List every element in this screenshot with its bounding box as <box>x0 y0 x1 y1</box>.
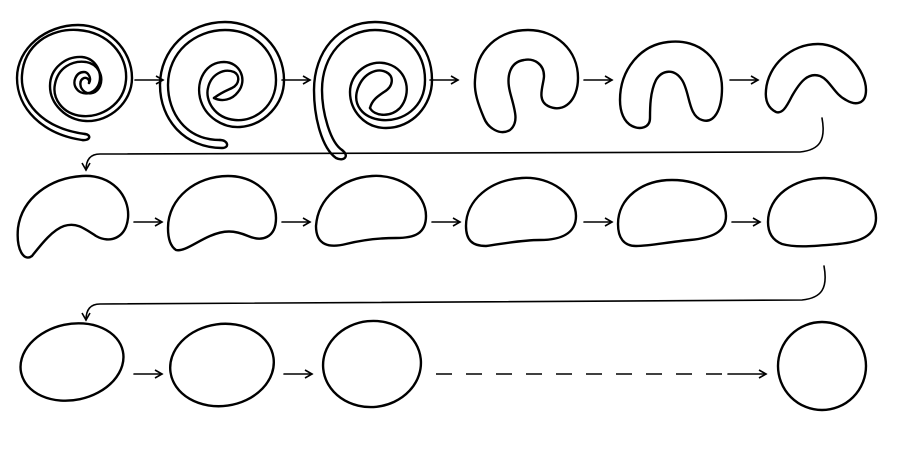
hook-shape-2 <box>618 40 724 130</box>
bean-shape-3 <box>314 174 428 247</box>
hook-shape-1 <box>473 28 580 134</box>
bean-shape-1 <box>16 174 130 259</box>
oval-shape-2 <box>168 322 276 408</box>
spiral-shape-1 <box>15 23 134 142</box>
spiral-shape-2 <box>158 20 286 150</box>
bean-shape-2 <box>166 174 278 252</box>
spiral-shape-3 <box>312 20 434 161</box>
oval-shape-1 <box>19 322 125 402</box>
wrap-arrow-row-1-to-2 <box>81 117 824 172</box>
bean-shape-5 <box>616 178 728 248</box>
oval-shape-3 <box>321 319 423 409</box>
circle-shape-final <box>776 320 868 412</box>
bean-shape-4 <box>464 176 578 248</box>
wrap-arrow-row-2-to-3 <box>81 265 826 322</box>
hook-shape-3 <box>764 42 868 114</box>
bean-shape-6 <box>766 176 878 248</box>
